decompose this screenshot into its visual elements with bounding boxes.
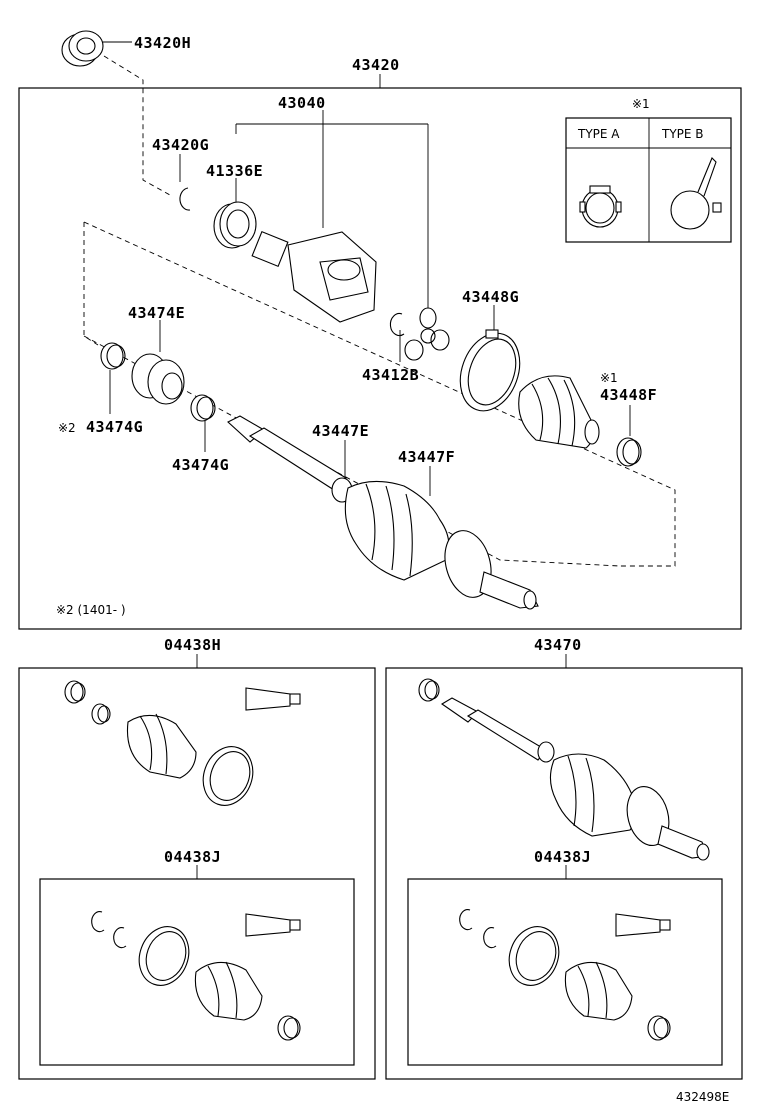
label-41336E: 41336E — [206, 162, 263, 180]
seal-43420H-part — [61, 30, 104, 67]
boot-kit-04438J-left-parts — [91, 911, 301, 1041]
inner-joint-43040-part — [251, 230, 377, 323]
boot-part — [518, 375, 600, 449]
catalog-id: 432498E — [676, 1090, 729, 1104]
boot-kit-04438H-parts — [64, 680, 301, 806]
label-04438J-left: 04438J — [164, 848, 221, 866]
type-b-label: TYPE B — [661, 127, 704, 141]
clamp-43448F-part — [616, 437, 642, 467]
note-mark1-43448F: ※1 — [600, 371, 618, 385]
clamp-43474G-left-part — [100, 342, 126, 370]
note-mark1-legend: ※1 — [632, 97, 650, 111]
label-43420: 43420 — [352, 56, 400, 74]
ring-41336E-part — [213, 201, 257, 249]
label-43474G-mid: 43474G — [172, 456, 229, 474]
label-43448F: 43448F — [600, 386, 657, 404]
label-43474G-left: 43474G — [86, 418, 143, 436]
label-43474E: 43474E — [128, 304, 185, 322]
boot-kit-04438J-right-parts — [459, 909, 671, 1041]
tone-ring-43474E-part — [131, 353, 185, 405]
assembly-43470-box — [385, 667, 743, 1080]
label-04438J-right: 04438J — [534, 848, 591, 866]
snap-ring-43420G-part — [179, 187, 191, 211]
kit-04438J-right-box — [407, 878, 723, 1066]
drive-shaft-43470-part — [418, 678, 710, 861]
type-legend: TYPE A TYPE B — [565, 117, 732, 243]
clamp-43474G-mid-part — [190, 394, 216, 422]
label-43420H: 43420H — [134, 34, 191, 52]
label-43448G: 43448G — [462, 288, 519, 306]
label-43470: 43470 — [534, 636, 582, 654]
label-43447E: 43447E — [312, 422, 369, 440]
type-a-label: TYPE A — [577, 127, 620, 141]
label-43412B: 43412B — [362, 366, 419, 384]
label-04438H: 04438H — [164, 636, 221, 654]
note-mark2-43474G: ※2 — [58, 421, 76, 435]
tripod-part — [404, 307, 450, 361]
label-43420G: 43420G — [152, 136, 209, 154]
label-43040: 43040 — [278, 94, 326, 112]
clamp-43448G-part — [459, 329, 521, 412]
snap-ring-43412B-part — [389, 312, 405, 337]
footnote-mark2: ※2 (1401- ) — [56, 603, 126, 617]
label-43447F: 43447F — [398, 448, 455, 466]
drive-shaft-part — [227, 415, 539, 610]
